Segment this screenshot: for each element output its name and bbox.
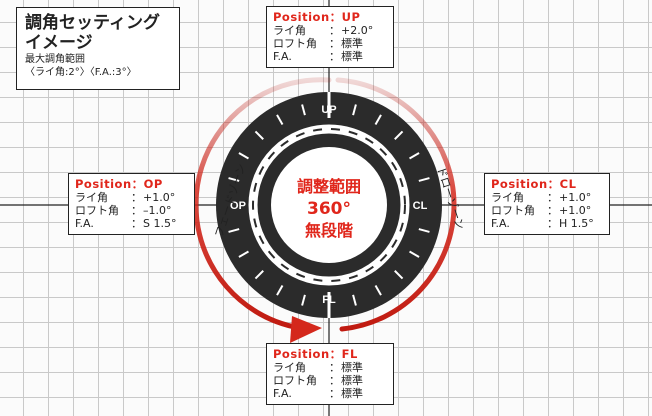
position-up-title: Position：UP (273, 10, 361, 24)
title-box: 調角セッティング イメージ 最大調角範囲 〈ライ角:2°〉〈F.A.:3°〉 (16, 7, 180, 90)
rotation-arrow-left (193, 77, 332, 331)
fl-loft-separator: ： (329, 374, 340, 387)
position-fl-title: Position：FL (273, 347, 358, 361)
tick-mark (238, 250, 249, 258)
tick-mark (301, 104, 306, 116)
dial-label-up: UP (321, 104, 336, 116)
tick-ring (252, 128, 406, 282)
position-op-box: Position：OP ライ角 ：+1.0° ロフト角 ：–1.0° F.A. ：S … (68, 173, 195, 235)
up-fa-value: 標準 (341, 50, 363, 63)
tick-mark (394, 130, 404, 140)
tick-mark (418, 228, 430, 233)
arrow-head-icon (290, 316, 322, 343)
center-text-stepless: 無段階 (305, 221, 353, 240)
up-fa-separator: ： (329, 50, 340, 63)
fl-fa-value: 標準 (341, 387, 363, 400)
tick-mark (228, 228, 240, 233)
cl-loft-label: ロフト角 (491, 204, 535, 217)
tick-mark (418, 177, 430, 182)
op-fa-label: F.A. (75, 217, 94, 230)
tick-mark (254, 270, 264, 280)
fl-fa-label: F.A. (273, 387, 292, 400)
cl-lie-label: ライ角 (491, 191, 524, 204)
tick-mark (238, 152, 249, 160)
dial-label-op: OP (230, 200, 246, 212)
tick-mark (409, 152, 420, 160)
op-loft-label: ロフト角 (75, 204, 119, 217)
tick-mark (352, 294, 357, 306)
cl-loft-separator: ： (547, 204, 558, 217)
subtitle-range-values: 〈ライ角:2°〉〈F.A.:3°〉 (25, 67, 137, 78)
subtitle-max-range: 最大調角範囲 (25, 54, 85, 65)
position-cl-box: Position：CL ライ角 ：+1.0° ロフト角 ：+1.0° F.A. ：H … (484, 173, 610, 235)
up-lie-value: +2.0° (341, 24, 374, 37)
op-fa-separator: ： (131, 217, 142, 230)
fl-fa-separator: ： (329, 387, 340, 400)
inner-disc (271, 147, 387, 263)
tick-mark (374, 285, 382, 296)
fl-loft-value: 標準 (341, 374, 363, 387)
position-fl-box: Position：FL ライ角 ：標準 ロフト角 ：標準 F.A. ：標準 (266, 343, 394, 405)
dial-label-cl: CL (413, 200, 428, 212)
tick-mark (301, 294, 306, 306)
position-up-box: Position：UP ライ角 ：+2.0° ロフト角 ：標準 F.A. ：標準 (266, 6, 394, 68)
title-line-2: イメージ (25, 33, 93, 53)
fl-lie-separator: ： (329, 361, 340, 374)
cl-fa-value: H 1.5° (559, 217, 594, 230)
cl-loft-value: +1.0° (559, 204, 592, 217)
op-lie-separator: ： (131, 191, 142, 204)
up-lie-separator: ： (329, 24, 340, 37)
tick-marks (228, 104, 430, 306)
tick-mark (228, 177, 240, 182)
tick-mark (276, 114, 284, 125)
cl-fa-label: F.A. (491, 217, 510, 230)
cl-lie-value: +1.0° (559, 191, 592, 204)
tick-mark (276, 285, 284, 296)
center-text-range: 調整範囲 (297, 177, 361, 196)
fl-lie-value: 標準 (341, 361, 363, 374)
position-op-title: Position：OP (75, 177, 163, 191)
tick-mark (374, 114, 382, 125)
rotation-arrow-right (335, 77, 457, 332)
fl-loft-label: ロフト角 (273, 374, 317, 387)
tick-mark (352, 104, 357, 116)
up-loft-separator: ： (329, 37, 340, 50)
tick-mark (409, 250, 420, 258)
tick-mark (394, 270, 404, 280)
center-text-degrees: 360° (307, 199, 351, 219)
dial-label-fl: FL (322, 294, 336, 306)
cl-lie-separator: ： (547, 191, 558, 204)
up-fa-label: F.A. (273, 50, 292, 63)
cl-fa-separator: ： (547, 217, 558, 230)
op-loft-separator: ： (131, 204, 142, 217)
fl-lie-label: ライ角 (273, 361, 306, 374)
op-lie-label: ライ角 (75, 191, 108, 204)
op-loft-value: –1.0° (143, 204, 172, 217)
up-loft-value: 標準 (341, 37, 363, 50)
up-loft-label: ロフト角 (273, 37, 317, 50)
op-lie-value: +1.0° (143, 191, 176, 204)
op-fa-value: S 1.5° (143, 217, 177, 230)
position-cl-title: Position：CL (491, 177, 577, 191)
up-lie-label: ライ角 (273, 24, 306, 37)
title-line-1: 調角セッティング (25, 13, 160, 33)
tick-mark (254, 130, 264, 140)
